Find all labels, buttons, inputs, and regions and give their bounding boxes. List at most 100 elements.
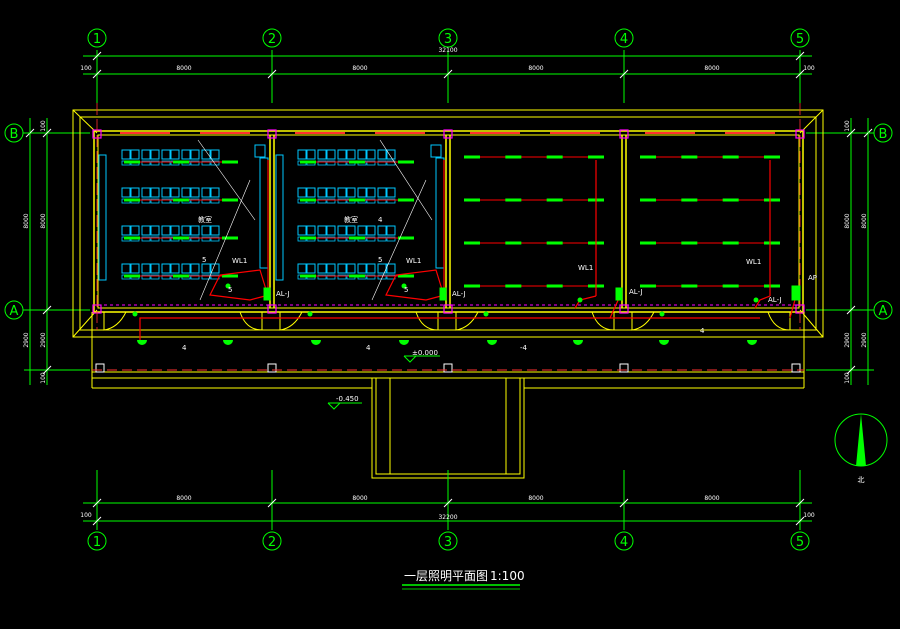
circuit-label-wl1-room2: WL1 <box>406 257 421 265</box>
desk <box>121 263 131 274</box>
chair <box>201 198 211 204</box>
dim-right-bay: 8000 <box>844 213 851 228</box>
chair <box>337 198 347 204</box>
desk <box>306 263 316 274</box>
desk <box>377 149 387 160</box>
desk <box>317 263 327 274</box>
desk <box>357 187 367 198</box>
desk <box>121 187 131 198</box>
dim-bottom-span-1: 8000 <box>176 495 191 502</box>
desk <box>377 187 387 198</box>
dim-bottom-span-3: 8000 <box>528 495 543 502</box>
dim-right-bay-outer: 8000 <box>861 213 868 228</box>
bottom-dimension-chain <box>83 470 812 530</box>
dim-bottom-span-4: 8000 <box>704 495 719 502</box>
axis-bubble-right-b: B <box>879 127 888 142</box>
title-underline <box>402 584 520 590</box>
desk <box>201 149 211 160</box>
chair <box>366 236 376 242</box>
desk <box>170 149 180 160</box>
desk <box>297 187 307 198</box>
desk <box>121 149 131 160</box>
level-mark-floor-symbol <box>403 355 440 363</box>
chair <box>366 198 376 204</box>
desk <box>130 263 140 274</box>
desk <box>337 149 347 160</box>
circuit-count-5-d: 5 <box>404 286 408 294</box>
desk <box>306 187 316 198</box>
dim-bottom-overall: 32200 <box>438 514 457 521</box>
circuit-count-5-c: 5 <box>378 256 382 264</box>
desk <box>210 225 220 236</box>
chair <box>190 198 200 204</box>
chair <box>326 236 336 242</box>
level-mark-outdoor-symbol <box>327 402 362 410</box>
chair <box>190 160 200 166</box>
dim-right-corridor: 2900 <box>844 332 851 347</box>
panel-label-al-j-4: AL-J <box>768 296 782 304</box>
chair <box>326 198 336 204</box>
corridor-lamp <box>137 340 147 345</box>
corridor-lamp <box>659 340 669 345</box>
desk <box>326 187 336 198</box>
chair <box>377 236 387 242</box>
classroom-diagonal-leaders <box>197 139 433 301</box>
chair <box>386 198 396 204</box>
chair <box>150 160 160 166</box>
circuit-count-5-b: 5 <box>228 286 232 294</box>
desk <box>326 263 336 274</box>
chair <box>210 198 220 204</box>
chair <box>337 274 347 280</box>
desk <box>170 263 180 274</box>
desk <box>181 149 191 160</box>
top-axis-bubbles <box>87 28 810 48</box>
level-mark-outdoor: -0.450 <box>336 395 359 403</box>
desk <box>297 149 307 160</box>
chair <box>161 274 171 280</box>
corridor-lamp <box>223 340 233 345</box>
lighting-wiring <box>139 160 797 340</box>
axis-bubble-top-1: 1 <box>93 32 101 47</box>
corridor-lamp <box>487 340 497 345</box>
desk <box>346 149 356 160</box>
exterior-walls <box>93 130 804 313</box>
chair <box>366 160 376 166</box>
circuit-count-4-corr-2: 4 <box>366 344 371 352</box>
desk <box>130 149 140 160</box>
chair <box>201 236 211 242</box>
panel-label-al-j-3: AL-J <box>629 288 643 296</box>
chair <box>326 274 336 280</box>
chair <box>150 274 160 280</box>
chair <box>366 274 376 280</box>
chair <box>326 160 336 166</box>
chair <box>377 198 387 204</box>
room-label-classroom-1: 教室 <box>198 215 212 224</box>
dim-right-bottom: 100 <box>844 372 851 384</box>
desk <box>337 263 347 274</box>
circuit-label-wl1-room4: WL1 <box>746 258 761 266</box>
chair <box>337 236 347 242</box>
desk <box>161 263 171 274</box>
chair <box>317 236 327 242</box>
circuit-count-4-corr-3: 4 <box>700 327 705 335</box>
circuit-label-wl1-room1: WL1 <box>232 257 247 265</box>
desk <box>337 187 347 198</box>
dim-top-span-4: 8000 <box>704 65 719 72</box>
dim-right-corridor-outer: 2900 <box>861 332 868 347</box>
desk <box>190 225 200 236</box>
desk <box>121 225 131 236</box>
desk <box>326 225 336 236</box>
desk <box>357 225 367 236</box>
axis-bubble-right-a: A <box>879 304 888 319</box>
desk <box>141 225 151 236</box>
desk <box>141 187 151 198</box>
circuit-count-4-room2: 4 <box>378 216 383 224</box>
desk <box>130 187 140 198</box>
corridor-ceiling-lamps <box>137 340 757 345</box>
chair <box>386 236 396 242</box>
north-arrow-icon <box>834 413 888 467</box>
chair <box>150 198 160 204</box>
dim-top-span-1: 8000 <box>176 65 191 72</box>
desk <box>306 149 316 160</box>
dim-bottom-edge-right: 100 <box>803 512 815 519</box>
